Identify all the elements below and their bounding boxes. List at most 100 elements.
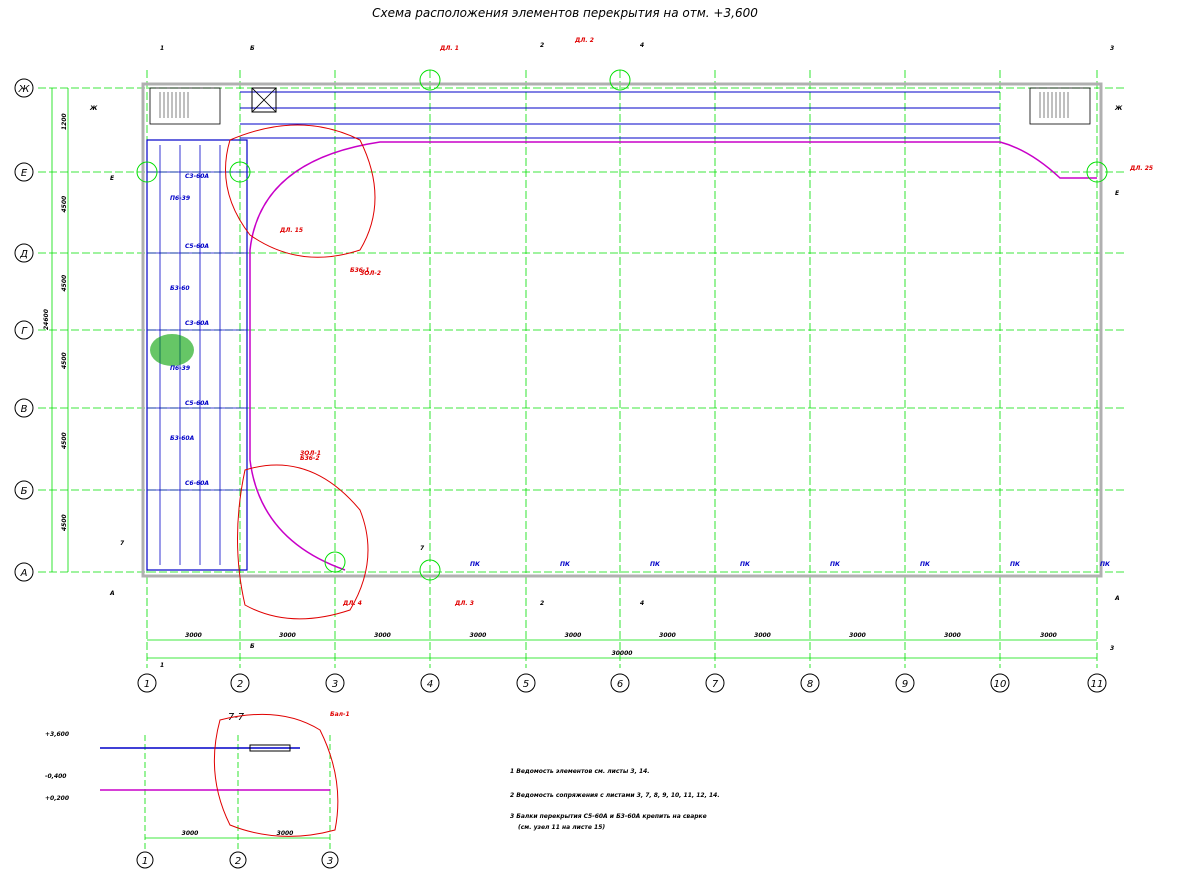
callout-label: Б36-1 bbox=[350, 267, 370, 274]
left-slab-zone bbox=[146, 139, 248, 571]
callout-label: ДЛ. 3 bbox=[454, 600, 474, 607]
callout-label: Б36-2 bbox=[300, 455, 320, 462]
left-dim: 4500 bbox=[61, 196, 68, 213]
axis-bubble bbox=[516, 673, 536, 693]
axis-bubble bbox=[14, 562, 34, 582]
total-height: 24600 bbox=[43, 309, 50, 330]
axis-bubble bbox=[137, 673, 157, 693]
axis-label-col: 3 bbox=[332, 679, 338, 690]
axis-bubble bbox=[705, 673, 725, 693]
stair-right bbox=[1029, 87, 1091, 125]
revision-cloud bbox=[225, 124, 376, 258]
slab-label: ПК bbox=[740, 561, 751, 568]
axis-label-col: 1 bbox=[144, 679, 150, 690]
section-marker: 2 bbox=[540, 42, 544, 49]
axis-bubble bbox=[895, 673, 915, 693]
callout-circle bbox=[229, 161, 251, 183]
axis-bubble bbox=[14, 398, 34, 418]
axis-bubble bbox=[14, 162, 34, 182]
stair-left bbox=[149, 87, 221, 125]
axis-label-row: В bbox=[21, 404, 28, 415]
element-label: С6-60А bbox=[185, 480, 209, 487]
slab-label: ПК bbox=[830, 561, 841, 568]
axis-label-row: Е bbox=[21, 168, 28, 179]
shaft bbox=[251, 87, 277, 113]
section-marker: 3 bbox=[1110, 45, 1114, 52]
section-marker: Ж bbox=[89, 105, 98, 112]
revision-cloud bbox=[237, 464, 369, 620]
section-marker: А bbox=[1114, 595, 1120, 602]
slab-label: ПК bbox=[560, 561, 571, 568]
section-axis-bubble bbox=[136, 851, 154, 869]
section-marker: Б bbox=[250, 45, 255, 52]
section-callout: Бал-1 bbox=[330, 711, 350, 718]
section-marker: 2 bbox=[540, 600, 544, 607]
callout-circle bbox=[136, 161, 158, 183]
section-title: 7-7 bbox=[228, 712, 245, 723]
general-notes: 1 Ведомость элементов см. листы 3, 14. 2… bbox=[510, 768, 720, 831]
callout-circle bbox=[324, 551, 346, 573]
left-dim: 4500 bbox=[61, 352, 68, 369]
slab-elements: С3-60АП6-39С5-60АБ3-60С3-60АП6-39С5-60АБ… bbox=[170, 124, 1111, 620]
hatched-opening bbox=[150, 334, 194, 366]
callout-label: ДЛ. 25 bbox=[1129, 165, 1153, 172]
axis-bubble bbox=[325, 673, 345, 693]
axis-label-col: 6 bbox=[617, 679, 623, 690]
section-axis-bubble bbox=[321, 851, 339, 869]
span-dim: 3000 bbox=[754, 632, 771, 639]
axis-bubble bbox=[1087, 673, 1107, 693]
section-axis-label: 3 bbox=[327, 856, 333, 867]
section-marker: Б bbox=[250, 643, 255, 650]
section-level: -0,400 bbox=[45, 773, 66, 780]
shaft-cross bbox=[251, 87, 277, 113]
span-dim: 3000 bbox=[659, 632, 676, 639]
axis-bubble bbox=[230, 673, 250, 693]
span-dim: 3000 bbox=[185, 632, 202, 639]
section-axis-label: 1 bbox=[142, 856, 148, 867]
section-marker: 4 bbox=[640, 600, 644, 607]
span-dim: 3000 bbox=[1040, 632, 1057, 639]
opening-outline bbox=[249, 141, 1097, 571]
axis-bubble bbox=[990, 673, 1010, 693]
axis-label-col: 7 bbox=[712, 679, 719, 690]
note-1: 1 Ведомость элементов см. листы 3, 14. bbox=[510, 768, 650, 775]
span-dim: 3000 bbox=[944, 632, 961, 639]
slab-label: ПК bbox=[650, 561, 661, 568]
span-dim: 3000 bbox=[565, 632, 582, 639]
axis-label-row: А bbox=[20, 568, 28, 579]
axis-bubble bbox=[14, 78, 34, 98]
element-label: П6-39 bbox=[170, 365, 190, 372]
element-label: С5-60А bbox=[185, 400, 209, 407]
span-dim: 3000 bbox=[849, 632, 866, 639]
axis-bubble bbox=[420, 673, 440, 693]
note-2: 2 Ведомость сопряжения с листами 3, 7, 8… bbox=[510, 792, 720, 799]
axis-bubble bbox=[14, 243, 34, 263]
section-cloud bbox=[213, 713, 339, 837]
section-marker: 4 bbox=[640, 42, 644, 49]
note-4: (см. узел 11 на листе 15) bbox=[518, 824, 605, 831]
axis-label-row: Б bbox=[21, 486, 28, 497]
span-dim: 3000 bbox=[470, 632, 487, 639]
section-marker: А bbox=[109, 590, 115, 597]
axis-label-col: 9 bbox=[902, 679, 908, 690]
section-marker: 3 bbox=[1110, 645, 1114, 652]
element-label: Б3-60 bbox=[170, 285, 190, 292]
section-marker: 7 bbox=[120, 540, 125, 547]
callout-circle bbox=[419, 559, 441, 581]
axis-label-row: Д bbox=[19, 249, 28, 260]
left-dim: 4500 bbox=[61, 514, 68, 531]
element-label: С3-60А bbox=[185, 173, 209, 180]
callout-circle bbox=[419, 69, 441, 91]
slab-structure bbox=[141, 82, 1103, 578]
section-dim: 3000 bbox=[277, 830, 294, 837]
left-dim: 4500 bbox=[61, 275, 68, 292]
section-level: +0,200 bbox=[45, 795, 69, 802]
axis-bubble bbox=[610, 673, 630, 693]
span-dim: 3000 bbox=[279, 632, 296, 639]
left-dim: 4500 bbox=[61, 432, 68, 449]
slab-label: ПК bbox=[470, 561, 481, 568]
element-label: Б3-60А bbox=[170, 435, 195, 442]
